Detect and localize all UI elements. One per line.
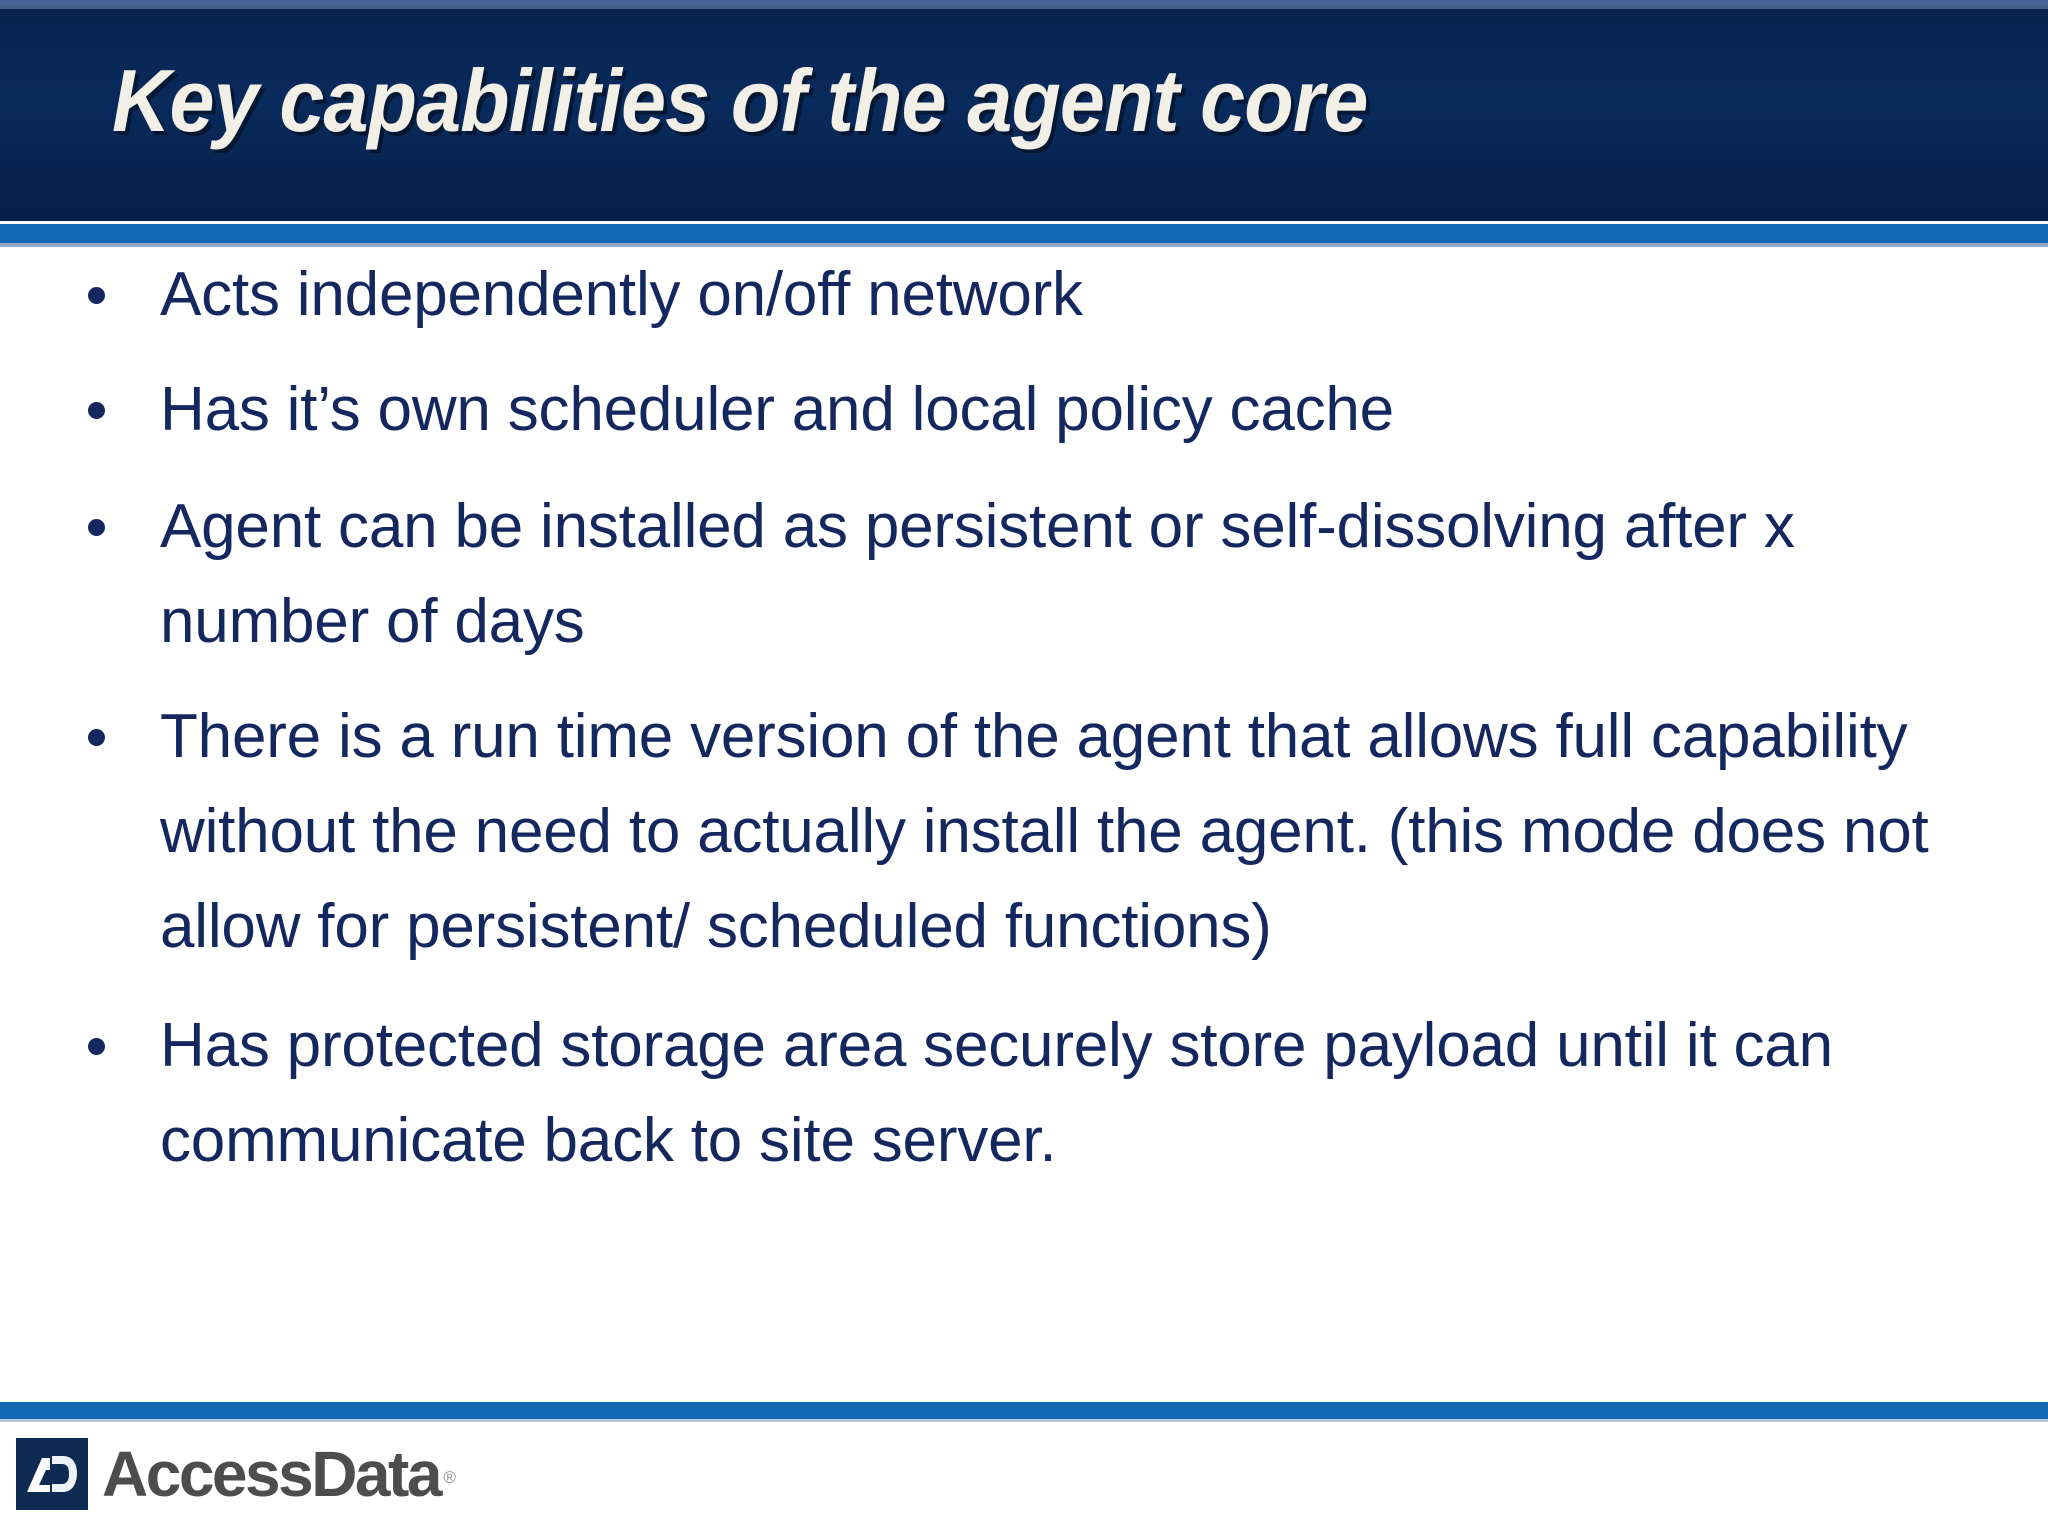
page-title: Key capabilities of the agent core	[112, 51, 1368, 150]
slide-footer: AccessData®	[0, 1402, 2048, 1536]
list-item: Has it’s own scheduler and local policy …	[70, 362, 1970, 457]
bullet-dot-icon	[88, 729, 105, 746]
list-item: There is a run time version of the agent…	[70, 689, 1970, 974]
list-item-text: Has protected storage area securely stor…	[160, 1011, 1833, 1175]
header-top-border	[0, 0, 2048, 5]
header-background	[0, 4, 2048, 221]
header-accent-underline	[0, 243, 2048, 247]
bullet-dot-icon	[88, 1038, 105, 1055]
slide-body: Acts independently on/off network Has it…	[0, 247, 2048, 1402]
list-item-text: Has it’s own scheduler and local policy …	[160, 375, 1394, 444]
accessdata-logo: AccessData®	[16, 1438, 456, 1510]
footer-accent-bar	[0, 1402, 2048, 1419]
registered-trademark-icon: ®	[443, 1468, 456, 1487]
list-item-text: There is a run time version of the agent…	[160, 702, 1929, 961]
list-item: Acts independently on/off network	[70, 247, 1970, 342]
logo-wordmark-text: AccessData	[102, 1438, 442, 1510]
list-item-text: Acts independently on/off network	[160, 260, 1083, 329]
list-item: Has protected storage area securely stor…	[70, 998, 1970, 1188]
list-item: Agent can be installed as persistent or …	[70, 479, 1970, 669]
bullet-dot-icon	[88, 519, 105, 536]
slide-header: Key capabilities of the agent core	[0, 0, 2048, 224]
list-item-text: Agent can be installed as persistent or …	[160, 492, 1795, 656]
bullet-dot-icon	[88, 402, 105, 419]
ad-monogram-icon	[16, 1438, 88, 1510]
header-accent-bar	[0, 224, 2048, 243]
bullet-list: Acts independently on/off network Has it…	[70, 247, 1970, 1196]
bullet-dot-icon	[88, 287, 105, 304]
footer-accent-underline	[0, 1419, 2048, 1422]
logo-wordmark: AccessData®	[102, 1438, 456, 1510]
